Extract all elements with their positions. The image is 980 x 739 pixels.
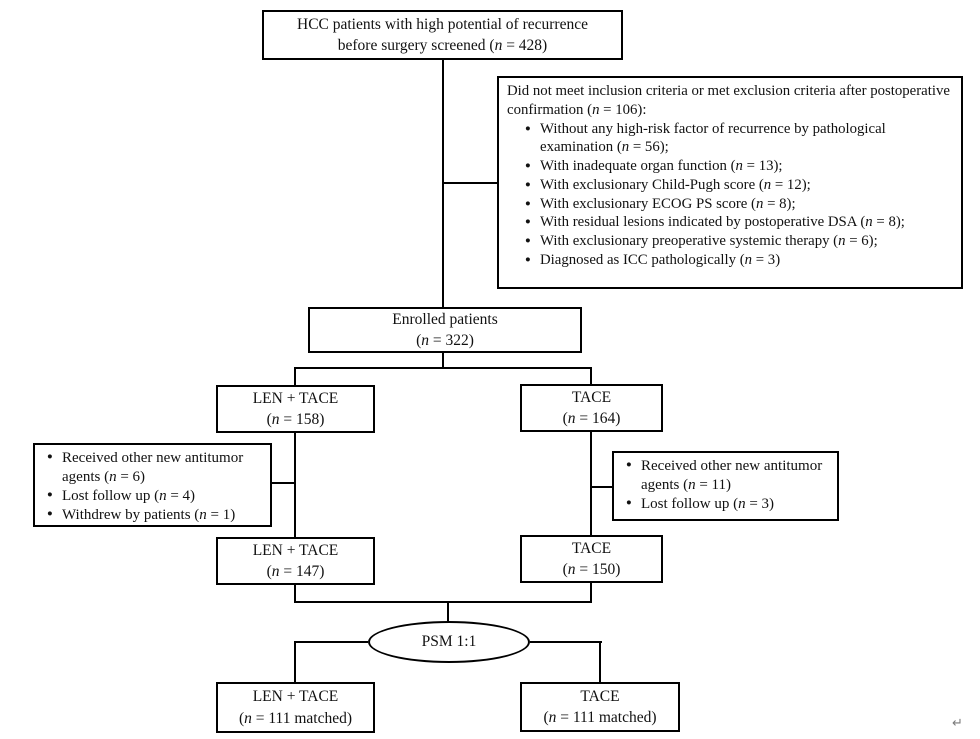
exclusion-item: With exclusionary preoperative systemic … [525,232,953,251]
exclusion-item: With residual lesions indicated by posto… [525,213,953,232]
dropout-item: Lost follow up (n = 3) [626,495,829,514]
connector-left-arm-down [294,367,296,385]
tace-initial-line-1: TACE [571,388,612,406]
tace-dropout-list: Received other new antitumor agents (n =… [622,457,829,514]
exclusion-item: With exclusionary Child-Pugh score (n = … [525,176,953,195]
len-tace-initial-line-1: LEN + TACE [252,389,339,407]
screened-line-1: HCC patients with high potential of recu… [297,15,588,33]
enrolled-box: Enrolled patients (n = 322) [308,307,582,353]
tace-initial-box: TACE (n = 164) [520,384,663,432]
exclusion-item: Diagnosed as ICC pathologically (n = 3) [525,251,953,270]
tace-matched-box: TACE (n = 111 matched) [520,682,680,732]
dropout-item: Received other new antitumor agents (n =… [47,449,262,487]
enrolled-line-2: (n = 322) [416,332,474,349]
connector-psm-left-down [294,641,296,682]
len-tace-matched-line-1: LEN + TACE [252,688,339,706]
tace-completed-line-2: (n = 150) [562,561,621,578]
connector-right-dropout [592,486,612,488]
connector-to-exclusion [443,182,497,184]
dropout-item: Withdrew by patients (n = 1) [47,506,262,525]
len-tace-initial-line-2: (n = 158) [266,411,325,428]
exclusion-item: Without any high-risk factor of recurren… [525,120,953,158]
tace-completed-box: TACE (n = 150) [520,535,663,583]
tace-matched-line-1: TACE [580,687,620,705]
connector-split-horizontal [294,367,592,369]
connector-right-down-to-merge [590,583,592,603]
connector-merge-horizontal [294,601,592,603]
connector-psm-right-down [599,641,601,682]
tace-completed-line-1: TACE [571,539,612,557]
len-tace-matched-line-2: (n = 111 matched) [238,709,353,727]
exclusion-list: Without any high-risk factor of recurren… [507,120,953,270]
psm-label: PSM 1:1 [421,633,477,650]
tace-matched-line-2: (n = 111 matched) [543,709,657,726]
exclusion-header: Did not meet inclusion criteria or met e… [507,83,950,118]
enrolled-line-1: Enrolled patients [392,310,498,328]
len-tace-initial-box: LEN + TACE (n = 158) [216,385,375,433]
tace-dropout-box: Received other new antitumor agents (n =… [612,451,839,521]
len-tace-dropout-list: Received other new antitumor agents (n =… [43,449,262,525]
return-mark-icon: ↵ [952,716,963,731]
len-tace-completed-line-2: (n = 147) [266,563,325,580]
len-tace-completed-box: LEN + TACE (n = 147) [216,537,375,585]
connector-psm-top [447,603,449,621]
psm-ellipse: PSM 1:1 [368,621,530,663]
connector-psm-right [530,641,602,643]
connector-right-arm-down [590,367,592,384]
connector-enrolled-down [442,353,444,369]
exclusion-box: Did not meet inclusion criteria or met e… [497,76,963,289]
connector-left-trunk [294,433,296,537]
connector-left-down-to-merge [294,585,296,603]
connector-left-dropout [271,482,294,484]
dropout-item: Received other new antitumor agents (n =… [626,457,829,495]
connector-right-trunk [590,432,592,535]
dropout-item: Lost follow up (n = 4) [47,487,262,506]
len-tace-dropout-box: Received other new antitumor agents (n =… [33,443,272,527]
tace-initial-line-2: (n = 164) [562,410,621,427]
screened-box: HCC patients with high potential of recu… [262,10,623,60]
screened-line-2: before surgery screened (n = 428) [337,37,548,54]
len-tace-completed-line-1: LEN + TACE [252,541,339,559]
len-tace-matched-box: LEN + TACE (n = 111 matched) [216,682,375,733]
connector-psm-left [294,641,368,643]
exclusion-item: With inadequate organ function (n = 13); [525,157,953,176]
exclusion-item: With exclusionary ECOG PS score (n = 8); [525,195,953,214]
